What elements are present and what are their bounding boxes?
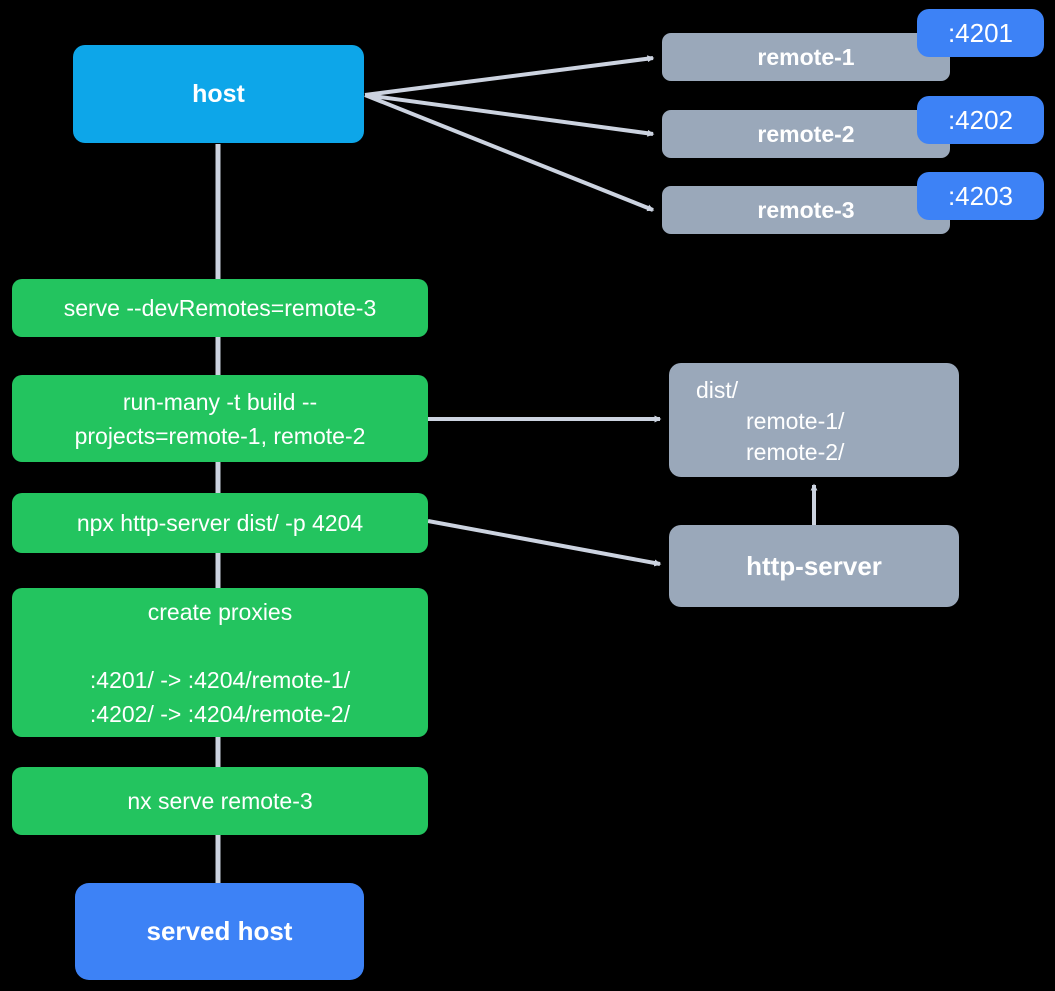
dist-line: remote-2/	[746, 439, 845, 465]
step-line: projects=remote-1, remote-2	[74, 422, 366, 449]
dist-folder-node: dist/ remote-1/ remote-2/	[669, 363, 959, 477]
step-npx-http-server: npx http-server dist/ -p 4204	[12, 493, 428, 553]
arrow-serve-to-httpserver	[427, 519, 662, 567]
step-serve-devremotes: serve --devRemotes=remote-3	[12, 279, 428, 337]
step-line: create proxies	[147, 598, 293, 625]
host-node: host	[73, 45, 364, 143]
http-server-label: http-server	[746, 550, 882, 581]
remote-1-port: :4201	[947, 17, 1014, 48]
dist-line: dist/	[696, 377, 739, 403]
remote-2-label: remote-2	[757, 120, 855, 147]
step-run-many-build: run-many -t build -- projects=remote-1, …	[12, 375, 428, 462]
step-line: :4201/ -> :4204/remote-1/	[89, 666, 351, 693]
remote-2-port: :4202	[947, 104, 1014, 135]
http-server-node: http-server	[669, 525, 959, 607]
step-line: serve --devRemotes=remote-3	[63, 295, 377, 321]
step-nx-serve-remote-3: nx serve remote-3	[12, 767, 428, 835]
dist-line: remote-1/	[746, 408, 845, 434]
remote-1-label: remote-1	[757, 43, 855, 70]
remote-3-node: remote-3	[662, 186, 950, 234]
step-create-proxies: create proxies :4201/ -> :4204/remote-1/…	[12, 588, 428, 737]
remote-3-port: :4203	[947, 180, 1014, 211]
step-line: nx serve remote-3	[127, 788, 313, 814]
remote-2-node: remote-2	[662, 110, 950, 158]
step-line: :4202/ -> :4204/remote-2/	[89, 700, 351, 727]
arrow-host-to-remote-2	[364, 93, 655, 137]
step-line: run-many -t build --	[122, 388, 318, 415]
remote-1-node: remote-1	[662, 33, 950, 81]
served-host-node: served host	[75, 883, 364, 980]
remote-3-port-badge: :4203	[917, 172, 1044, 220]
step-line: npx http-server dist/ -p 4204	[76, 510, 364, 536]
served-host-label: served host	[146, 916, 293, 946]
arrow-host-to-remote-1	[364, 55, 655, 97]
remote-1-port-badge: :4201	[917, 9, 1044, 57]
remote-2-port-badge: :4202	[917, 96, 1044, 144]
remote-3-label: remote-3	[757, 196, 855, 223]
arrow-host-to-remote-3	[364, 93, 655, 212]
host-label: host	[192, 79, 245, 108]
